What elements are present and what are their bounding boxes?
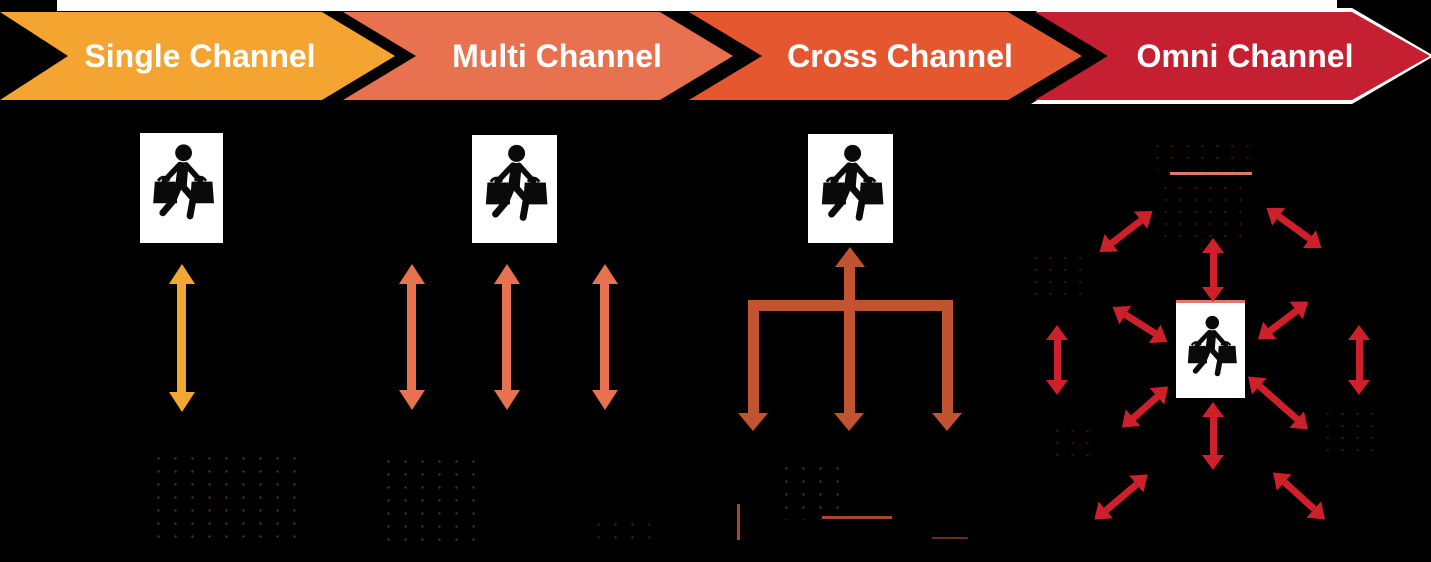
omni-node-trace bbox=[1028, 252, 1086, 300]
cross-channel-up-arrowhead bbox=[835, 247, 865, 267]
stage-label-single: Single Channel bbox=[84, 38, 316, 74]
cross-channel-up-shaft bbox=[844, 266, 855, 311]
cross-channel-crossbar bbox=[748, 300, 953, 311]
devices-icon-trace bbox=[778, 462, 846, 520]
devices-icon-trace bbox=[590, 518, 650, 548]
cross-channel-down-arrowhead bbox=[932, 413, 962, 431]
store-icon-trace bbox=[150, 452, 300, 544]
cross-channel-left-shaft bbox=[748, 311, 759, 413]
omni-arrow-ring-left bbox=[1046, 325, 1068, 395]
omni-node-trace bbox=[1158, 182, 1246, 244]
single-channel-two-way-arrow bbox=[168, 264, 195, 412]
stage-label-omni: Omni Channel bbox=[1136, 38, 1354, 74]
omni-arrow-ring-right bbox=[1348, 325, 1370, 395]
device-icon-trace bbox=[822, 516, 892, 519]
cross-channel-down-arrowhead bbox=[834, 413, 864, 431]
omni-arrow-ring-topright bbox=[1260, 199, 1328, 257]
omni-arrow-center-downleft bbox=[1114, 378, 1176, 436]
omni-arrow-center-upleft bbox=[1106, 297, 1174, 352]
omni-arrow-center-upright bbox=[1251, 292, 1315, 349]
omni-node-trace bbox=[1150, 140, 1255, 170]
device-icon-trace bbox=[737, 504, 740, 540]
cross-channel-right-shaft bbox=[942, 311, 953, 413]
cross-channel-down-arrowhead bbox=[738, 413, 768, 431]
stage-label-multi: Multi Channel bbox=[452, 38, 662, 74]
omni-arrow-ring-bottomright bbox=[1265, 464, 1333, 528]
omni-node-trace bbox=[1050, 425, 1095, 457]
multi-channel-two-way-arrow bbox=[398, 264, 425, 410]
omni-arrow-ring-bottomleft bbox=[1087, 465, 1155, 529]
devices-icon-trace bbox=[380, 455, 475, 550]
omni-arrow-center-up bbox=[1202, 238, 1224, 302]
top-white-strip bbox=[57, 0, 1337, 11]
multi-channel-two-way-arrow bbox=[591, 264, 618, 410]
multi-channel-two-way-arrow bbox=[493, 264, 520, 410]
omni-node-trace bbox=[1320, 408, 1380, 453]
shopper-with-bags-icon bbox=[808, 134, 893, 243]
shopper-with-bags-icon bbox=[1176, 300, 1245, 398]
shopper-with-bags-icon bbox=[472, 135, 557, 243]
stage-label-cross: Cross Channel bbox=[787, 38, 1013, 74]
device-icon-trace bbox=[932, 537, 968, 539]
omni-arrow-ring-topleft bbox=[1092, 202, 1160, 261]
shopper-with-bags-icon bbox=[140, 133, 223, 243]
store-icon-trace-line bbox=[1170, 172, 1252, 175]
cross-channel-center-shaft bbox=[844, 311, 855, 413]
omni-arrow-center-down bbox=[1202, 402, 1224, 470]
omni-arrow-center-downright bbox=[1240, 368, 1316, 438]
